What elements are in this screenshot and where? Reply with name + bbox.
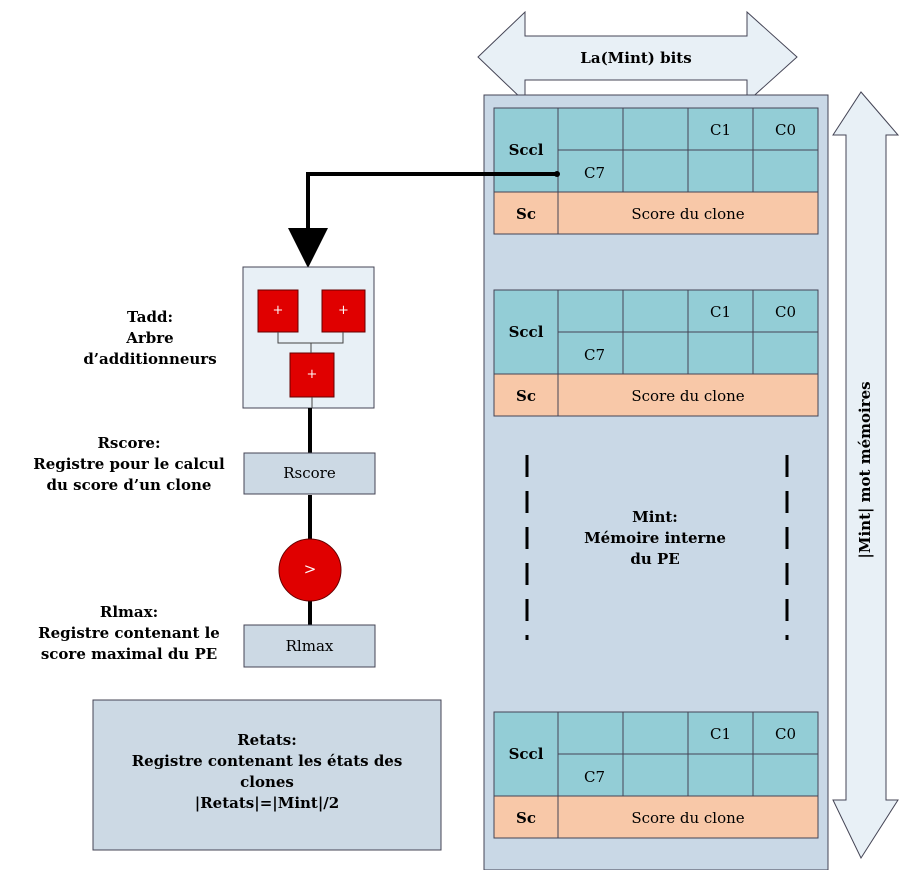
data-path-arrow [288, 172, 557, 268]
rlmax-label-line-1: Rlmax: [99, 603, 159, 621]
rlmax-box-label: Rlmax [285, 637, 334, 655]
score-label: Score du clone [631, 205, 744, 223]
score-cell [557, 795, 819, 839]
tadd-label-line-3: d’additionneurs [83, 350, 217, 368]
memory-label-line-2: Mémoire interne [584, 529, 726, 547]
clone-bit-cell [687, 149, 754, 193]
adder-2 [321, 289, 366, 333]
tadd-label: Tadd: Arbre d’additionneurs [60, 307, 240, 370]
c1-label: C1 [710, 121, 731, 139]
retats-line-4: |Retats|=|Mint|/2 [194, 794, 340, 812]
clone-bit-cell [622, 107, 689, 151]
clone-bit-cell [687, 289, 754, 333]
sccl-label: Sccl [509, 323, 544, 341]
adder-2-symbol: + [338, 303, 349, 318]
score-label: Score du clone [631, 809, 744, 827]
rscore-label-line-2: Registre pour le calcul [33, 455, 225, 473]
height-label: |Mint| mot mémoires [856, 381, 874, 558]
height-double-arrow [832, 91, 900, 860]
sc-label: Sc [516, 809, 536, 827]
clone-bit-cell [752, 149, 819, 193]
rscore-label-line-1: Rscore: [97, 434, 161, 452]
comparator-symbol: > [303, 560, 317, 578]
sccl-cell [493, 289, 559, 375]
clone-bit-cell [622, 149, 689, 193]
clone-bit-cell [752, 289, 819, 333]
sc-cell [493, 795, 559, 839]
tadd-label-line-1: Tadd: [127, 308, 173, 326]
rscore-register [243, 452, 376, 495]
rscore-box-label: Rscore [283, 464, 336, 482]
sccl-label: Sccl [509, 745, 544, 763]
retats-line-3: clones [240, 773, 294, 791]
retats-label: Retats: Registre contenant les états des… [93, 730, 441, 814]
c7-label: C7 [584, 164, 605, 182]
clone-bit-cell [687, 711, 754, 755]
memory-label-line-3: du PE [630, 550, 680, 568]
retats-line-2: Registre contenant les états des [131, 752, 403, 770]
comparator [278, 538, 342, 602]
clone-bit-cell [557, 289, 624, 333]
memory-label: Mint: Mémoire interne du PE [540, 507, 770, 570]
width-double-arrow [477, 10, 798, 104]
c1-label: C1 [710, 303, 731, 321]
rlmax-register [243, 624, 376, 668]
c0-label: C0 [775, 725, 796, 743]
adder-3 [289, 352, 335, 398]
rlmax-label: Rlmax: Registre contenant le score maxim… [18, 602, 240, 665]
clone-bit-cell [752, 711, 819, 755]
rlmax-label-line-3: score maximal du PE [40, 645, 218, 663]
retats-line-1: Retats: [237, 731, 297, 749]
sccl-label: Sccl [509, 141, 544, 159]
memory-label-line-1: Mint: [632, 508, 678, 526]
adder-1-symbol: + [272, 303, 284, 318]
c1-label: C1 [710, 725, 731, 743]
score-cell [557, 373, 819, 417]
rscore-label-line-3: du score d’un clone [46, 476, 212, 494]
sc-label: Sc [516, 387, 536, 405]
clone-bit-cell [687, 107, 754, 151]
tadd-label-line-2: Arbre [126, 329, 174, 347]
width-label: La(Mint) bits [580, 49, 691, 67]
clone-bit-cell [557, 711, 624, 755]
clone-bit-cell [557, 107, 624, 151]
clone-bit-cell [752, 753, 819, 797]
adder-3-symbol: + [306, 367, 318, 382]
score-label: Score du clone [631, 387, 744, 405]
c0-label: C0 [775, 303, 796, 321]
c7-label: C7 [584, 768, 605, 786]
score-cell [557, 191, 819, 235]
c0-label: C0 [775, 121, 796, 139]
sc-cell [493, 191, 559, 235]
rscore-label: Rscore: Registre pour le calcul du score… [18, 433, 240, 496]
sc-label: Sc [516, 205, 536, 223]
clone-bit-cell [622, 711, 689, 755]
c7-label: C7 [584, 346, 605, 364]
clone-bit-cell [687, 753, 754, 797]
clone-bit-cell [622, 753, 689, 797]
rlmax-label-line-2: Registre contenant le [38, 624, 220, 642]
clone-bit-cell [687, 331, 754, 375]
retats-register [92, 699, 442, 851]
clone-bit-cell [622, 331, 689, 375]
sccl-cell [493, 107, 559, 193]
sc-cell [493, 373, 559, 417]
clone-bit-cell [622, 289, 689, 333]
clone-bit-cell [752, 331, 819, 375]
